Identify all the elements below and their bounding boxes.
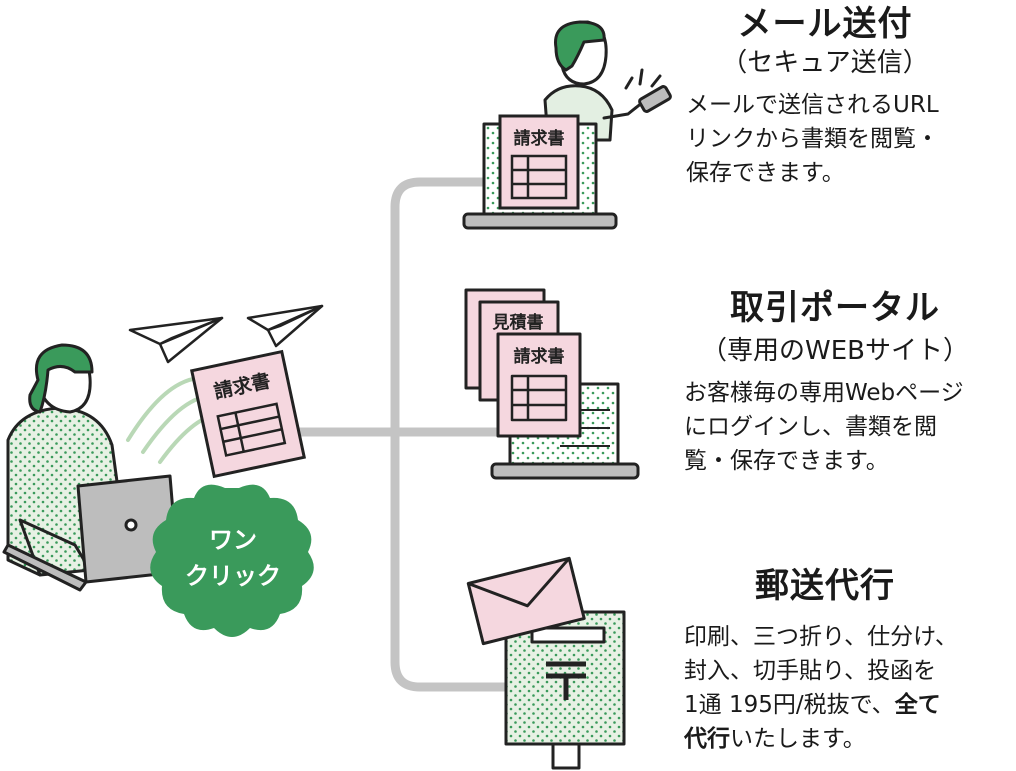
postal-closing-text: いたします。 bbox=[730, 726, 866, 752]
postal-description-line-3: 1通 195円/税抜で、全て bbox=[684, 688, 1014, 722]
badge-line-1: ワン bbox=[209, 526, 257, 554]
portal-estimate-label: 見積書 bbox=[492, 312, 544, 333]
postal-description-line-4: 代行いたします。 bbox=[684, 722, 1014, 756]
postal-bold-text-1: 全て bbox=[894, 692, 941, 718]
mail-service-description: メールで送信されるURL リンクから書類を閲覧・ 保存できます。 bbox=[686, 92, 939, 186]
sender-laptop-illustration bbox=[2, 474, 180, 592]
badge-line-2: クリック bbox=[185, 562, 281, 590]
connector-lines bbox=[287, 177, 510, 692]
portal-invoice-label: 請求書 bbox=[514, 346, 565, 367]
postal-bold-text-2: 代行 bbox=[684, 726, 730, 752]
postal-service-title: 郵送代行 bbox=[755, 566, 895, 606]
one-click-badge: ワン クリック bbox=[150, 484, 314, 637]
portal-service-title: 取引ポータル bbox=[730, 288, 940, 328]
portal-documents-stack: 見積書 請求書 bbox=[464, 288, 582, 438]
mail-invoice-document: 請求書 bbox=[498, 114, 580, 210]
paper-plane-icon bbox=[128, 304, 324, 364]
mail-service-title: メール送付 bbox=[737, 4, 913, 44]
postal-description-line-2: 封入、切手貼り、投函を bbox=[684, 658, 937, 684]
mail-service-subtitle: （セキュア送信） bbox=[721, 48, 929, 78]
postbox-illustration bbox=[504, 610, 626, 770]
mail-invoice-label: 請求書 bbox=[514, 128, 565, 149]
portal-service-description: お客様毎の専用Webページ にログインし、書類を閲 覧・保存できます。 bbox=[684, 380, 964, 474]
postal-price-text: 1通 195円/税抜で、 bbox=[684, 692, 895, 718]
portal-service-subtitle: （専用のWEBサイト） bbox=[701, 336, 969, 366]
flying-invoice-document: 請求書 bbox=[189, 349, 307, 479]
envelope-icon bbox=[466, 556, 586, 646]
postal-service-description: 印刷、三つ折り、仕分け、 封入、切手貼り、投函を 1通 195円/税抜で、全て … bbox=[684, 620, 1014, 756]
postal-description-line-1: 印刷、三つ折り、仕分け、 bbox=[684, 624, 958, 650]
